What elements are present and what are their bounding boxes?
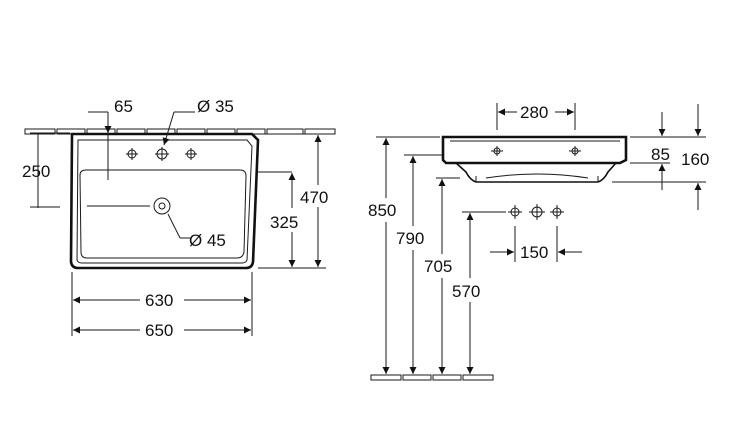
dim-overall-width: 650 [145,321,173,340]
tap-hole-center [155,147,169,161]
tap-marker-right [569,146,581,156]
wall-tap-hole-right [550,205,564,219]
waste-outlet [87,197,171,215]
dim-tap-hole-diameter: Ø 35 [197,97,234,116]
dim-tap-height: 250 [22,162,50,181]
dim-waste-depth: 325 [270,213,298,232]
dim-overall-depth: 470 [300,188,328,207]
dim-rim-height: 85 [651,145,670,164]
dim-tap-spacing: 150 [520,243,548,262]
dim-waste-diameter: Ø 45 [189,231,226,250]
dim-bowl-width: 280 [520,103,548,122]
front-view: 65 Ø 35 Ø 45 250 470 325 630 6 [22,97,336,340]
basin-inner-outline [76,139,253,264]
dim-basin-height: 160 [681,150,709,169]
wall-tap-hole-center [529,204,545,220]
dim-top-height: 850 [368,201,396,220]
basin-side-underside [455,162,617,183]
dim-underside-height: 705 [424,257,452,276]
side-view: 280 85 160 850 790 705 570 [368,103,709,381]
tap-hole-right [185,148,197,160]
floor-line [370,374,494,381]
wall-line [24,128,336,135]
basin-side-outline [441,135,628,165]
basin-outer-outline [69,132,260,270]
dim-trap-height: 570 [452,282,480,301]
dim-inner-width: 630 [145,291,173,310]
bowl-outline [79,169,247,259]
tap-hole-left [126,148,138,160]
dim-rim-floor-height: 790 [396,229,424,248]
tap-marker-left [491,146,503,156]
wall-tap-hole-left [508,205,522,219]
dim-tap-hole-offset: 65 [114,97,133,116]
